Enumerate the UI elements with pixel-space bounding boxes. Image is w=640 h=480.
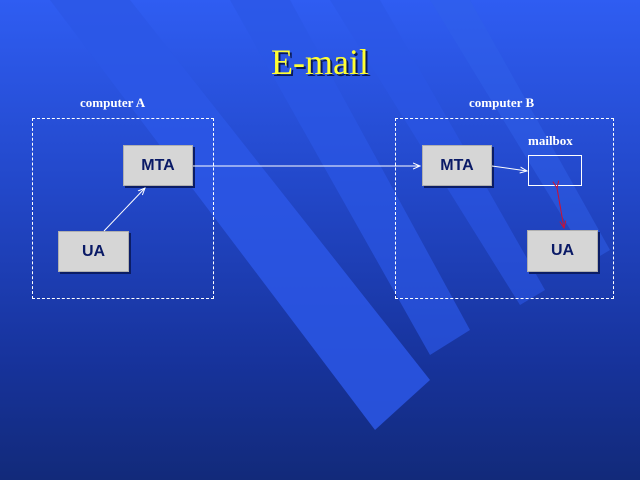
mailbox-label: mailbox bbox=[528, 133, 573, 148]
computer-a-label: computer A bbox=[80, 95, 146, 110]
ua-a-node: UA bbox=[58, 231, 129, 272]
mta-a-node: MTA bbox=[123, 145, 193, 186]
computer-b-label: computer B bbox=[469, 95, 535, 110]
mta-b-label: MTA bbox=[440, 156, 474, 174]
computer-a-box bbox=[32, 118, 214, 299]
computer-b-box bbox=[395, 118, 614, 299]
ua-a-label: UA bbox=[81, 242, 106, 260]
mta-a-label: MTA bbox=[141, 156, 175, 174]
arrow-ua-a-to-mta-a bbox=[103, 188, 145, 232]
arrow-mailbox-to-ua-b bbox=[557, 188, 564, 228]
arrow-mta-b-to-mailbox bbox=[491, 165, 527, 171]
ua-b-node: UA bbox=[527, 230, 598, 272]
ua-b-label: UA bbox=[550, 242, 575, 259]
mta-b-node: MTA bbox=[422, 145, 492, 186]
slide-title: E-mail bbox=[271, 42, 369, 82]
